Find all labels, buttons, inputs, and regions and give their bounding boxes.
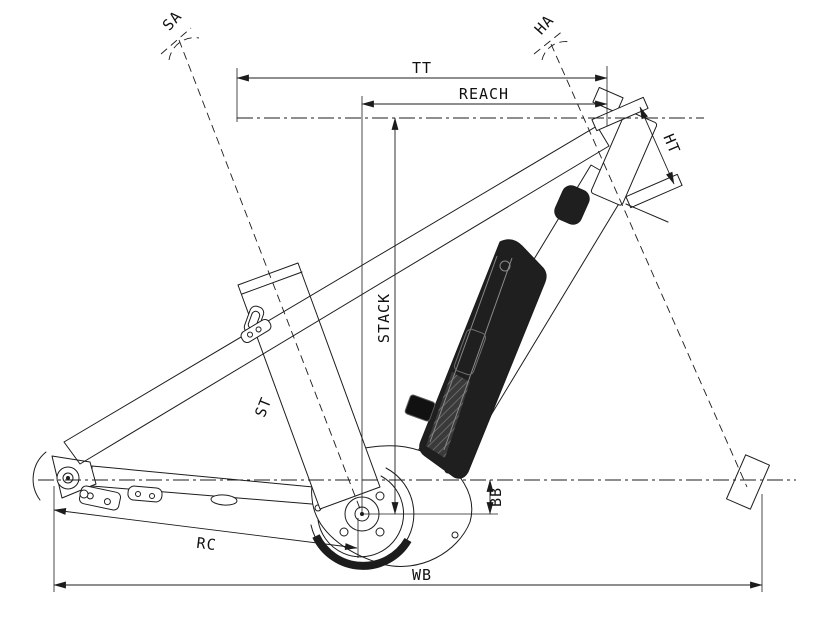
- seat-angle-axis: [178, 39, 363, 515]
- label-seat-tube: ST: [251, 394, 275, 419]
- label-rear-center: RC: [196, 534, 218, 554]
- bike-frame: [32, 86, 770, 570]
- dimension-lines: [53, 66, 763, 592]
- label-top-tube: TT: [412, 59, 432, 77]
- label-seat-angle: SA: [159, 7, 186, 34]
- front-axle-marker: [726, 454, 770, 510]
- label-head-tube: HT: [659, 131, 683, 157]
- head-angle-symbol: [533, 29, 571, 61]
- top-tube: [63, 125, 610, 465]
- rear-dropout: [32, 451, 122, 511]
- label-wheelbase: WB: [412, 566, 432, 584]
- head-angle-axis: [550, 43, 748, 488]
- rc-dimension-line: [53, 508, 358, 550]
- battery-connector: [404, 394, 436, 422]
- label-bb-drop: BB: [487, 487, 505, 507]
- label-head-angle: HA: [531, 11, 558, 38]
- construction-lines: [38, 27, 796, 515]
- label-reach: REACH: [459, 85, 509, 103]
- frame-badge: [240, 318, 272, 344]
- ht-dimension-line: [639, 106, 675, 185]
- label-stack: STACK: [375, 293, 393, 343]
- battery-pack: [404, 185, 590, 479]
- seat-angle-symbol: [160, 27, 200, 61]
- chainstay: [91, 465, 337, 507]
- seat-tube: [237, 262, 381, 510]
